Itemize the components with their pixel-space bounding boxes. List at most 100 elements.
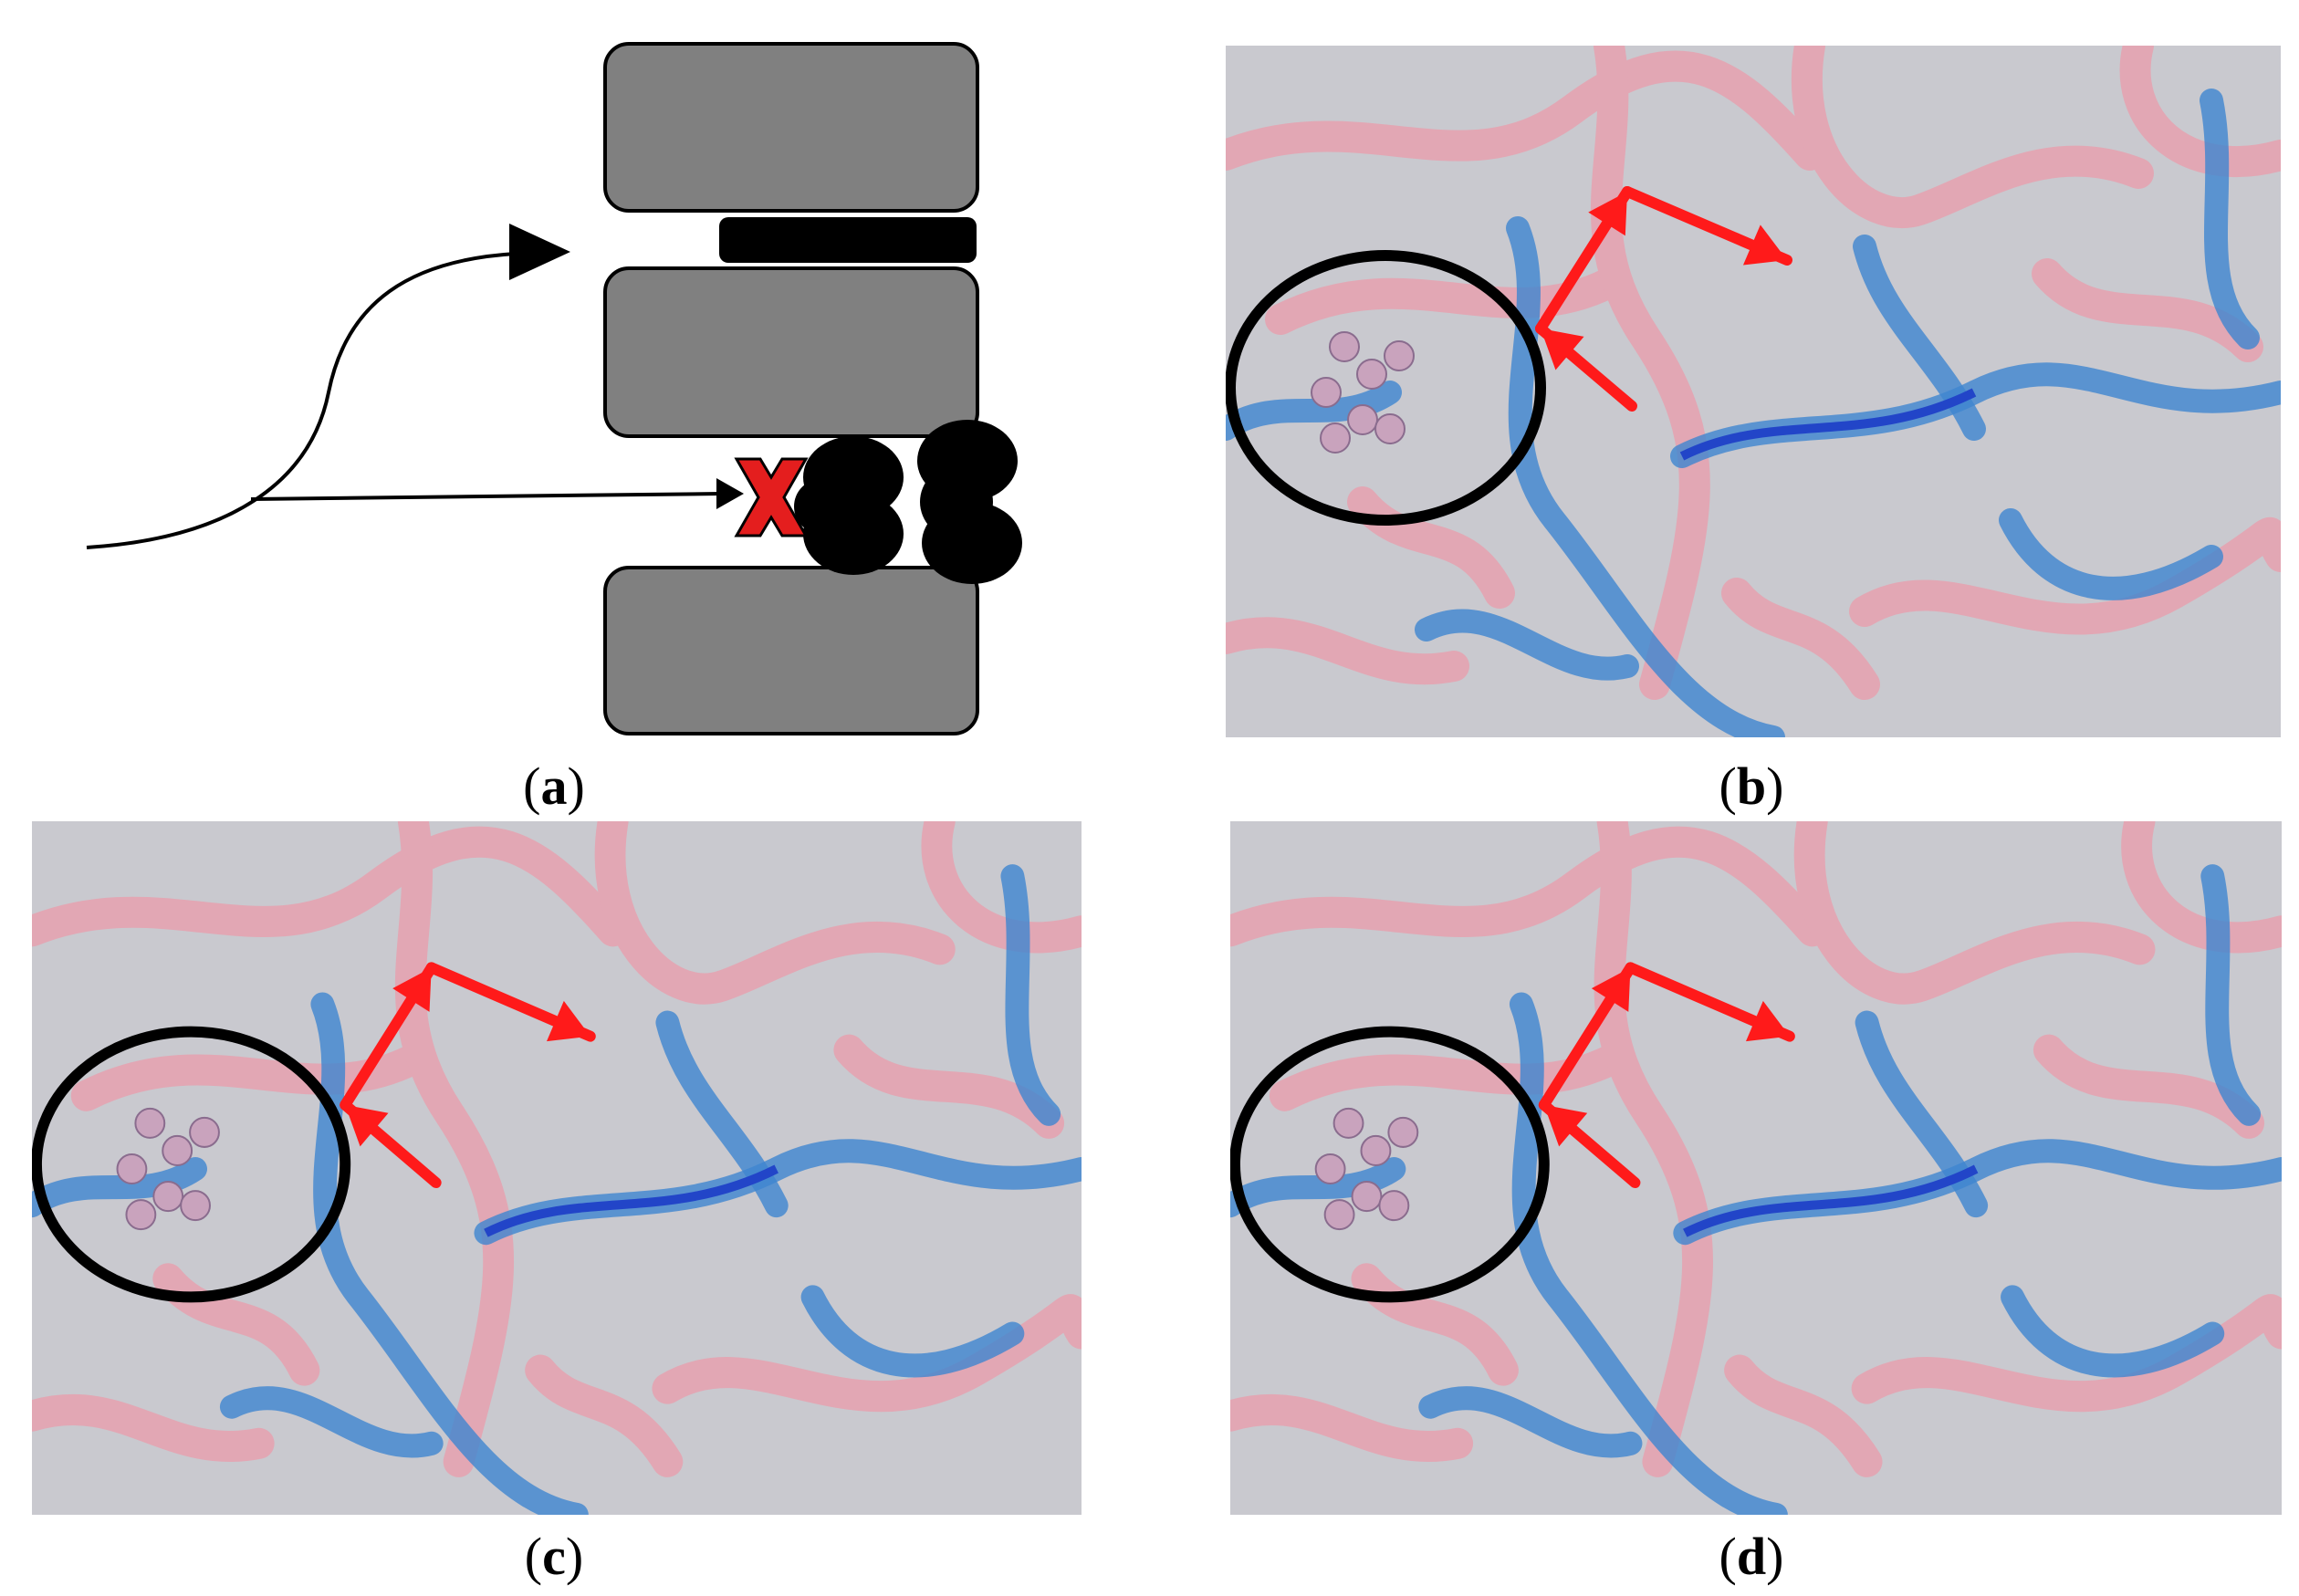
intact-disc (719, 217, 977, 263)
pink-strand (1851, 1294, 2282, 1413)
cell (1329, 331, 1360, 362)
highlight-circle (32, 1026, 351, 1303)
micrograph-content (1226, 46, 2281, 737)
pink-strand (652, 1294, 1082, 1413)
lower-block (603, 566, 979, 735)
blue-strand (800, 1285, 1025, 1378)
arrowhead-icon (716, 478, 744, 509)
red-arrowhead-icon (1745, 1000, 1790, 1042)
blue-strand (310, 992, 589, 1515)
cell (189, 1116, 220, 1148)
red-arrowhead-icon (1543, 1104, 1588, 1147)
middle-block (603, 266, 979, 438)
cell (1387, 1116, 1419, 1148)
blue-strand (2200, 89, 2260, 349)
pink-strand (2032, 258, 2263, 362)
panel-b-micrograph (1226, 46, 2281, 737)
pink-strand (1791, 46, 2154, 229)
pink-strand (1226, 617, 1469, 685)
blue-strand (32, 1156, 207, 1218)
micrograph-content (32, 821, 1082, 1515)
cell (134, 1107, 166, 1139)
micrograph-d-svg (1230, 821, 2282, 1515)
caption-a: (a) (523, 756, 585, 816)
panel-c-micrograph (32, 821, 1082, 1515)
blue-strand (1230, 1156, 1406, 1218)
caption-d: (d) (1719, 1527, 1784, 1586)
blue-strand (2001, 1285, 2225, 1378)
cell (1320, 422, 1351, 454)
pink-strand (1849, 516, 2281, 635)
dark-blue-strand (484, 1164, 779, 1237)
pink-strand (1230, 1393, 1474, 1463)
pink-strand (1721, 578, 1880, 700)
pink-strand (2033, 1034, 2265, 1139)
pink-strand (1591, 46, 1710, 700)
pink-strand (833, 1034, 1065, 1139)
cell (1360, 1134, 1392, 1166)
cell (1347, 404, 1378, 435)
cell (152, 1181, 184, 1213)
blue-strand (1415, 609, 1639, 681)
cell (116, 1153, 148, 1185)
micrograph-b-svg (1226, 46, 2281, 737)
cell (1374, 413, 1406, 444)
red-arrowhead-icon (392, 967, 432, 1012)
pink-strand (2119, 46, 2281, 178)
flow-curve-upper (86, 252, 517, 549)
flow-line-lower (250, 492, 722, 501)
red-arrowhead-icon (1541, 329, 1584, 370)
schematic-svg (86, 42, 1022, 735)
caption-c: (c) (524, 1527, 584, 1586)
cell (1314, 1153, 1346, 1185)
blue-strand (1999, 508, 2223, 600)
pink-strand (32, 1393, 275, 1463)
arrowhead-icon (509, 224, 570, 280)
red-arrowhead-icon (546, 1000, 590, 1042)
red-arrowhead-icon (345, 1104, 389, 1147)
pink-strand (1724, 1354, 1883, 1477)
panel-d-micrograph (1230, 821, 2282, 1515)
blocked-disc (794, 420, 1022, 584)
blue-strand (2200, 864, 2262, 1126)
red-arrowhead-icon (1588, 192, 1627, 236)
dark-blue-strand (1683, 1164, 1979, 1237)
red-x-icon (734, 457, 809, 537)
pink-strand (1594, 821, 1713, 1477)
blue-strand (219, 1386, 444, 1458)
blue-strand (1509, 992, 1788, 1515)
cell (125, 1199, 157, 1231)
cell (1332, 1107, 1364, 1139)
pink-strand (921, 821, 1082, 954)
blue-strand (1506, 216, 1785, 737)
pink-strand (525, 1354, 684, 1477)
micrograph-c-svg (32, 821, 1082, 1515)
highlight-circle (1230, 1026, 1550, 1303)
cell (1311, 377, 1342, 408)
pink-strand (1230, 826, 1828, 947)
highlight-circle (1226, 250, 1546, 526)
caption-b: (b) (1719, 756, 1784, 816)
panel-a-schematic (0, 0, 1059, 748)
pink-strand (394, 821, 515, 1477)
pink-strand (2121, 821, 2282, 954)
micrograph-content (1230, 821, 2282, 1515)
cell (162, 1134, 193, 1166)
cell (1323, 1199, 1355, 1231)
blue-strand (1418, 1386, 1643, 1458)
red-arrowhead-icon (1591, 967, 1631, 1012)
dark-blue-strand (1679, 388, 1977, 461)
pink-strand (1226, 50, 1825, 171)
cell (1356, 359, 1387, 390)
cell (1384, 340, 1415, 371)
blue-strand (1226, 381, 1402, 441)
upper-block (603, 42, 979, 213)
red-arrowhead-icon (1742, 224, 1787, 266)
cell (180, 1190, 211, 1222)
cell (1378, 1190, 1410, 1222)
blue-strand (1000, 864, 1061, 1126)
cell (1351, 1181, 1383, 1213)
pink-strand (32, 826, 629, 947)
pink-strand (594, 821, 956, 1005)
pink-strand (1793, 821, 2156, 1005)
